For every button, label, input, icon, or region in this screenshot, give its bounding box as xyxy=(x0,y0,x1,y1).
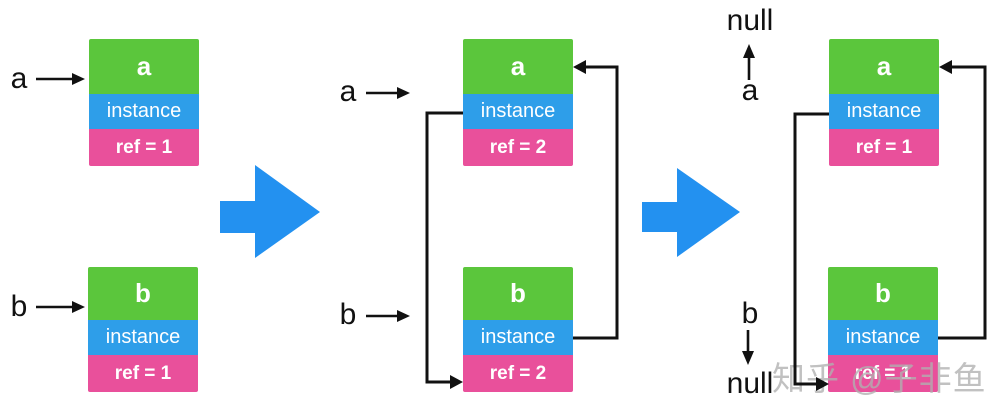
panel2-var-label-b: b xyxy=(339,298,357,331)
instance-cell: instance xyxy=(463,320,573,355)
big-transition-arrow-2 xyxy=(642,168,740,257)
panel1-stack-a: a instance ref = 1 xyxy=(89,39,199,166)
refcount-cell: ref = 1 xyxy=(828,355,938,392)
refcount-cell: ref = 1 xyxy=(829,129,939,166)
panel1-pointer-arrow-b xyxy=(36,301,85,313)
panel3-stack-a: a instance ref = 1 xyxy=(829,39,939,166)
panel2-pointer-arrow-a xyxy=(366,87,410,99)
panel2-ref-arrow-b-to-a xyxy=(573,60,619,340)
object-name-cell: b xyxy=(828,267,938,320)
panel1-pointer-arrow-a xyxy=(36,73,85,85)
panel2-var-label-a: a xyxy=(339,75,357,108)
instance-cell: instance xyxy=(829,94,939,129)
panel2-stack-a: a instance ref = 2 xyxy=(463,39,573,166)
instance-cell: instance xyxy=(463,94,573,129)
instance-cell: instance xyxy=(88,320,198,355)
zhihu-watermark: 知乎 @子非鱼 xyxy=(772,360,987,397)
object-name-cell: a xyxy=(463,39,573,94)
panel1-var-label-b: b xyxy=(10,290,28,323)
panel3-null-label-top: null xyxy=(726,4,774,37)
refcount-cell: ref = 1 xyxy=(89,129,199,166)
panel2-stack-b: b instance ref = 2 xyxy=(463,267,573,392)
panel2-ref-arrow-a-to-b xyxy=(425,111,463,389)
refcount-cell: ref = 2 xyxy=(463,355,573,392)
panel3-var-label-b: b xyxy=(741,297,759,330)
refcount-cell: ref = 1 xyxy=(88,355,198,392)
object-name-cell: a xyxy=(89,39,199,94)
big-transition-arrow-1 xyxy=(220,165,320,258)
panel3-ref-arrow-b-to-a xyxy=(938,60,987,340)
instance-cell: instance xyxy=(828,320,938,355)
object-name-cell: b xyxy=(88,267,198,320)
panel3-stack-b: b instance ref = 1 xyxy=(828,267,938,392)
panel3-null-label-bottom: null xyxy=(726,367,774,400)
instance-cell: instance xyxy=(89,94,199,129)
refcount-cell: ref = 2 xyxy=(463,129,573,166)
panel2-pointer-arrow-b xyxy=(366,310,410,322)
panel1-stack-b: b instance ref = 1 xyxy=(88,267,198,392)
panel3-null-arrow-b xyxy=(742,330,754,365)
panel1-var-label-a: a xyxy=(10,62,28,95)
object-name-cell: b xyxy=(463,267,573,320)
panel3-ref-arrow-a-to-b xyxy=(793,112,829,391)
panel3-var-label-a: a xyxy=(741,74,759,107)
object-name-cell: a xyxy=(829,39,939,94)
